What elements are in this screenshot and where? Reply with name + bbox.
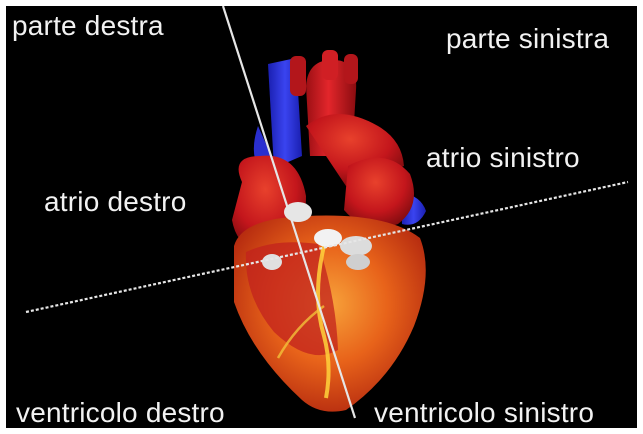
valve-4 xyxy=(262,254,282,270)
label-atrio-sinistro: atrio sinistro xyxy=(426,144,580,172)
label-parte-sinistra: parte sinistra xyxy=(446,25,609,53)
aortic-branch-1 xyxy=(290,56,306,96)
valve-5 xyxy=(346,254,370,270)
aortic-branch-2 xyxy=(322,50,338,80)
aortic-branch-3 xyxy=(344,54,358,84)
valve-2 xyxy=(314,229,342,247)
valve-3 xyxy=(340,236,372,256)
heart-illustration xyxy=(6,6,637,428)
diagram-panel: parte destra parte sinistra atrio sinist… xyxy=(6,6,637,428)
label-atrio-destro: atrio destro xyxy=(44,188,186,216)
label-parte-destra: parte destra xyxy=(12,12,164,40)
label-ventricolo-sinistro: ventricolo sinistro xyxy=(374,399,594,427)
label-ventricolo-destro: ventricolo destro xyxy=(16,399,225,427)
